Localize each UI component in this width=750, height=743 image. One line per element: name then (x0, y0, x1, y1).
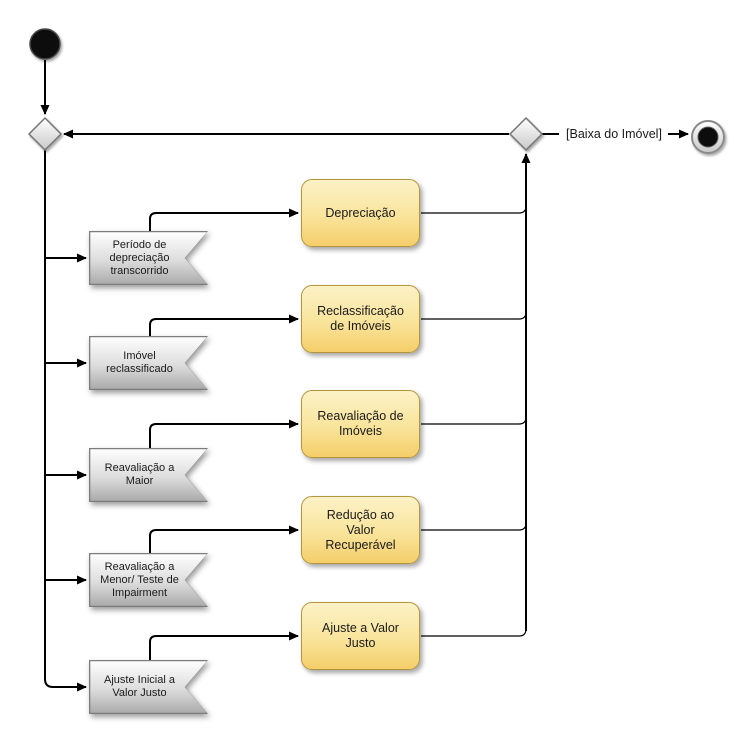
edge-activity4-to-trunk (421, 522, 527, 531)
nodes (27, 28, 725, 154)
signal-periodo-de-depreciacao-transcorrido: Período de depreciação transcorrido (89, 231, 208, 285)
signal-ajuste-inicial-a-valor-justo: Ajuste Inicial a Valor Justo (89, 660, 208, 714)
signal-reavaliacao-a-menor-teste-de-impairment: Reavaliação a Menor/ Teste de Impairment (89, 553, 208, 607)
signal-label: Reavaliação a Menor/ Teste de Impairment (100, 560, 179, 599)
signal-label: Ajuste Inicial a Valor Justo (104, 674, 175, 699)
receive-signal-shape: Ajuste Inicial a Valor Justo (89, 660, 208, 714)
edge-signal3-to-activity3 (149, 419, 299, 448)
final-node-inner-dot (697, 126, 719, 148)
edge-activity3-to-trunk (421, 416, 527, 425)
activity-reclassificacao-de-imoveis: Reclassificação de Imóveis (301, 285, 420, 353)
activity-label: Ajuste a Valor Justo (322, 621, 399, 650)
activity-reducao-ao-valor-recuperavel: Redução ao Valor Recuperável (301, 496, 420, 564)
activity-label: Depreciação (325, 205, 396, 220)
signal-imovel-reclassificado: Imóvel reclassificado (89, 336, 208, 390)
edge-signal5-to-activity5 (149, 631, 299, 660)
activity-label: Reavaliação de Imóveis (317, 409, 404, 438)
activity-reavaliacao-de-imoveis: Reavaliação de Imóveis (301, 390, 420, 458)
decision-diamond-right (508, 116, 544, 152)
initial-node-icon (29, 28, 61, 60)
merge-diamond-left (27, 116, 63, 152)
edges (40, 60, 689, 692)
edge-activity2-to-trunk (421, 311, 527, 320)
receive-signal-shape: Imóvel reclassificado (89, 336, 208, 390)
signal-label: Período de depreciação transcorrido (109, 238, 170, 277)
signal-label: Reavaliação a Maior (104, 462, 175, 487)
edge-guard-label: [Baixa do Imóvel] (566, 127, 662, 141)
edge-signal2-to-activity2 (149, 314, 299, 336)
signal-reavaliacao-a-maior: Reavaliação a Maior (89, 448, 208, 502)
edge-signal1-to-activity1 (149, 208, 299, 231)
receive-signal-shape: Período de depreciação transcorrido (89, 231, 208, 285)
activity-label: Reclassificação de Imóveis (317, 304, 404, 333)
edge-activity1-to-trunk (421, 205, 527, 214)
edge-signal4-to-activity4 (149, 525, 299, 553)
edge-trunk-left (44, 150, 87, 692)
activity-label: Redução ao Valor Recuperável (325, 507, 396, 552)
activity-depreciacao: Depreciação (301, 179, 420, 247)
activity-ajuste-a-valor-justo: Ajuste a Valor Justo (301, 602, 420, 670)
signal-label: Imóvel reclassificado (106, 350, 173, 375)
edge-activity5-to-trunk (421, 628, 527, 637)
receive-signal-shape: Reavaliação a Menor/ Teste de Impairment (89, 553, 208, 607)
receive-signal-shape: Reavaliação a Maior (89, 448, 208, 502)
